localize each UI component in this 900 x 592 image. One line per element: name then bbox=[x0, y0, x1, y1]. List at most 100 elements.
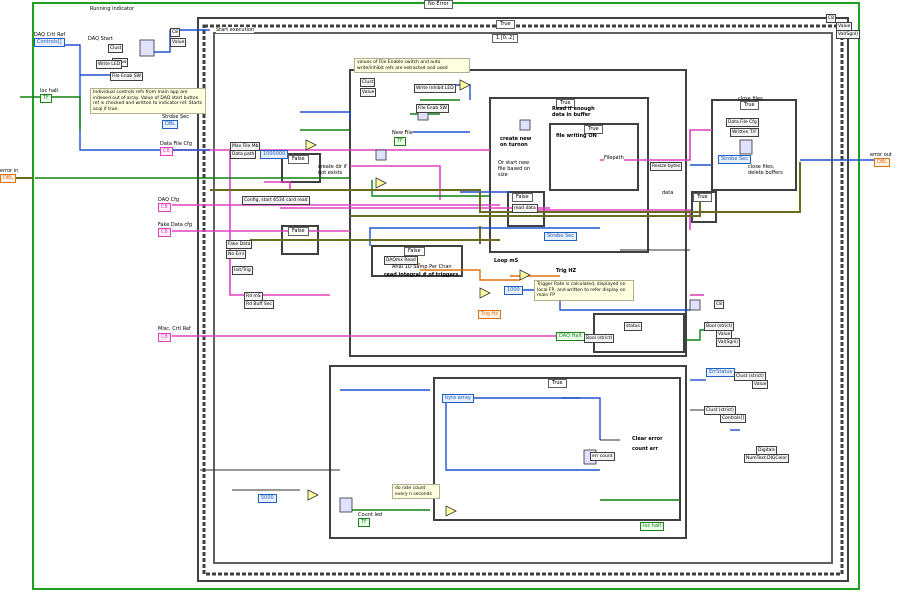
value-text-2: Value bbox=[172, 40, 185, 45]
strobe-sec-indicator[interactable]: Strobe Sec bbox=[544, 232, 577, 241]
value-node-3[interactable]: Value bbox=[360, 88, 377, 97]
close-files-case[interactable] bbox=[711, 99, 797, 191]
misc-crtl-ref-label: Misc. Crtl Ref bbox=[158, 326, 191, 332]
daq-ctrl-ref-label: DAQ Crtl Ref bbox=[34, 32, 66, 38]
c8-node-1[interactable]: C8 bbox=[170, 28, 181, 37]
config-start-text: Config, start 6534 card read bbox=[244, 198, 308, 203]
clust-strict-node-2[interactable]: Clust (strict) bbox=[704, 406, 736, 415]
inner-sequence-frame[interactable] bbox=[213, 32, 833, 564]
read-case-selector[interactable]: True bbox=[556, 99, 575, 108]
fake-data-cfg-terminal[interactable]: C8 bbox=[158, 228, 171, 237]
count-led-terminal[interactable]: TF bbox=[358, 518, 370, 527]
daq-halt-terminal[interactable]: DAQ Halt bbox=[556, 332, 585, 341]
lower-case-structure[interactable] bbox=[433, 377, 681, 521]
data-path-node[interactable]: Data path bbox=[230, 150, 257, 159]
clust-strict-node[interactable]: Clust (strict) bbox=[734, 372, 766, 381]
status-case[interactable] bbox=[593, 313, 685, 353]
resize-bytes-node[interactable]: Resize bytes bbox=[650, 162, 683, 171]
outer-case-structure[interactable] bbox=[197, 17, 849, 582]
lower-while-loop[interactable] bbox=[329, 365, 687, 539]
file-enab-sw-node[interactable]: File Enab SW bbox=[110, 72, 144, 81]
c8-text-1: C8 bbox=[172, 30, 179, 35]
constant-1000[interactable]: 1000 bbox=[504, 286, 523, 295]
strobe-sec-terminal[interactable]: DBL bbox=[162, 120, 179, 129]
errstatus-terminal[interactable]: ErrStatus bbox=[706, 368, 736, 377]
misc-crtl-ref-terminal[interactable]: C8 bbox=[158, 333, 171, 342]
lower-case-selector[interactable]: True bbox=[548, 379, 567, 388]
fake-data-node[interactable]: Fake Data bbox=[226, 240, 253, 249]
fake-data-selector[interactable]: False bbox=[288, 227, 309, 236]
file-enab-sw-node-2[interactable]: File Enab SW bbox=[416, 104, 450, 113]
daq-cfg-terminal[interactable]: C8 bbox=[158, 203, 171, 212]
false-small-selector[interactable]: False bbox=[512, 193, 533, 202]
auto-inhibit-led-text: Write Inhibit LED bbox=[416, 86, 454, 91]
written-tf-node[interactable]: Written T/F bbox=[730, 128, 759, 137]
file-case-selector[interactable]: True bbox=[584, 125, 603, 134]
clust-node-2[interactable]: Clust bbox=[360, 78, 376, 87]
true-small-selector[interactable]: True bbox=[693, 193, 712, 202]
no-errs-node[interactable]: No Errs bbox=[226, 250, 247, 259]
false-case-small[interactable] bbox=[507, 191, 545, 227]
read-case-structure[interactable] bbox=[489, 97, 649, 253]
val-sgnl-node-1[interactable]: Val(Sgnl) bbox=[836, 30, 861, 39]
create-new-label: create new on turnon bbox=[500, 136, 532, 148]
init-trig-node[interactable]: Init/Trig bbox=[232, 266, 253, 275]
create-dir-selector[interactable]: False bbox=[288, 155, 309, 164]
loc-halt-terminal[interactable]: TF bbox=[40, 94, 52, 103]
auto-inhibit-led-node[interactable]: Write Inhibit LED bbox=[414, 84, 456, 93]
data-file-cfg-terminal[interactable]: C8 bbox=[160, 147, 173, 156]
values-comment: values of File Enable switch and auto wr… bbox=[354, 58, 470, 73]
write-led-node[interactable]: Write LED bbox=[96, 60, 123, 69]
read-data-node[interactable]: read data bbox=[512, 204, 538, 213]
outer-case-selector[interactable]: No Error bbox=[424, 0, 453, 9]
status-node[interactable]: status bbox=[624, 322, 642, 331]
clust-node-1[interactable]: Clust bbox=[108, 44, 124, 53]
value-node-2[interactable]: Value bbox=[170, 38, 187, 47]
sequence-frame[interactable] bbox=[202, 24, 844, 576]
error-out-terminal[interactable]: DBL bbox=[874, 158, 891, 167]
daqmx-read-case[interactable] bbox=[371, 245, 463, 277]
err-count-node[interactable]: err count bbox=[590, 452, 615, 461]
written-tf-text: Written T/F bbox=[732, 130, 757, 135]
constant-1000000[interactable]: 1000000 bbox=[260, 150, 289, 159]
new-file-terminal[interactable]: TF bbox=[394, 137, 406, 146]
numtext-node[interactable]: NumText.DIGColor bbox=[744, 454, 790, 463]
config-start-node[interactable]: Config, start 6534 card read bbox=[242, 196, 310, 205]
loc-halt-terminal-2[interactable]: loc halt bbox=[640, 522, 665, 531]
data-file-cfg-node-2[interactable]: Data File Cfg bbox=[726, 118, 759, 127]
strobe-sec-right[interactable]: Strobe Sec bbox=[718, 155, 751, 164]
error-out-type: DBL bbox=[877, 159, 888, 165]
daqmx-read-node[interactable]: DAQmx Read bbox=[384, 256, 418, 265]
close-files-selector[interactable]: True bbox=[740, 101, 759, 110]
daqmx-case-selector[interactable]: False bbox=[404, 247, 425, 256]
constant-5000[interactable]: 5000 bbox=[258, 494, 277, 503]
strobe-sec-indicator-text: Strobe Sec bbox=[547, 233, 574, 239]
error-out-label: error out bbox=[870, 152, 892, 158]
val-sgnl-text-1: Val(Sgnl) bbox=[838, 32, 859, 37]
case-true-selector[interactable]: True bbox=[496, 20, 515, 29]
c8-node-right-2[interactable]: C8 bbox=[714, 300, 725, 309]
byte-array-text: byte array bbox=[445, 395, 471, 401]
rd-buff-sec-text: Rd Buff Sec bbox=[246, 302, 272, 307]
val-sgnl-node-2[interactable]: Val(Sgnl) bbox=[716, 338, 741, 347]
start-execution-label: Start execution bbox=[216, 27, 255, 33]
bool-strict-node[interactable]: Bool (strict) bbox=[584, 334, 615, 343]
init-trig-text: Init/Trig bbox=[234, 268, 251, 273]
create-dir-case[interactable] bbox=[281, 153, 321, 183]
true-small-case[interactable] bbox=[691, 191, 717, 223]
controls-node-2[interactable]: Controls[] bbox=[720, 414, 747, 423]
value-node-right-3[interactable]: Value bbox=[752, 380, 769, 389]
sequence-label[interactable]: 1 [0..2] bbox=[492, 34, 519, 43]
clust-text-1: Clust bbox=[110, 46, 122, 51]
strobe-sec-label: Strobe Sec bbox=[162, 114, 189, 120]
rd-buff-sec-node[interactable]: Rd Buff Sec bbox=[244, 300, 274, 309]
c8-node-right-1[interactable]: C8 bbox=[826, 14, 837, 23]
byte-array-terminal[interactable]: byte array bbox=[442, 394, 474, 403]
misc-crtl-ref-type: C8 bbox=[161, 334, 168, 340]
daq-ctrl-ref-terminal[interactable]: Controls[] bbox=[34, 38, 65, 47]
val-sgnl-text-2: Val(Sgnl) bbox=[718, 340, 739, 345]
trig-hz-terminal[interactable]: Trig Hz bbox=[478, 310, 501, 319]
file-writing-case[interactable] bbox=[549, 123, 639, 191]
value-text-3: Value bbox=[362, 90, 375, 95]
error-in-terminal[interactable]: DBL bbox=[0, 174, 17, 183]
